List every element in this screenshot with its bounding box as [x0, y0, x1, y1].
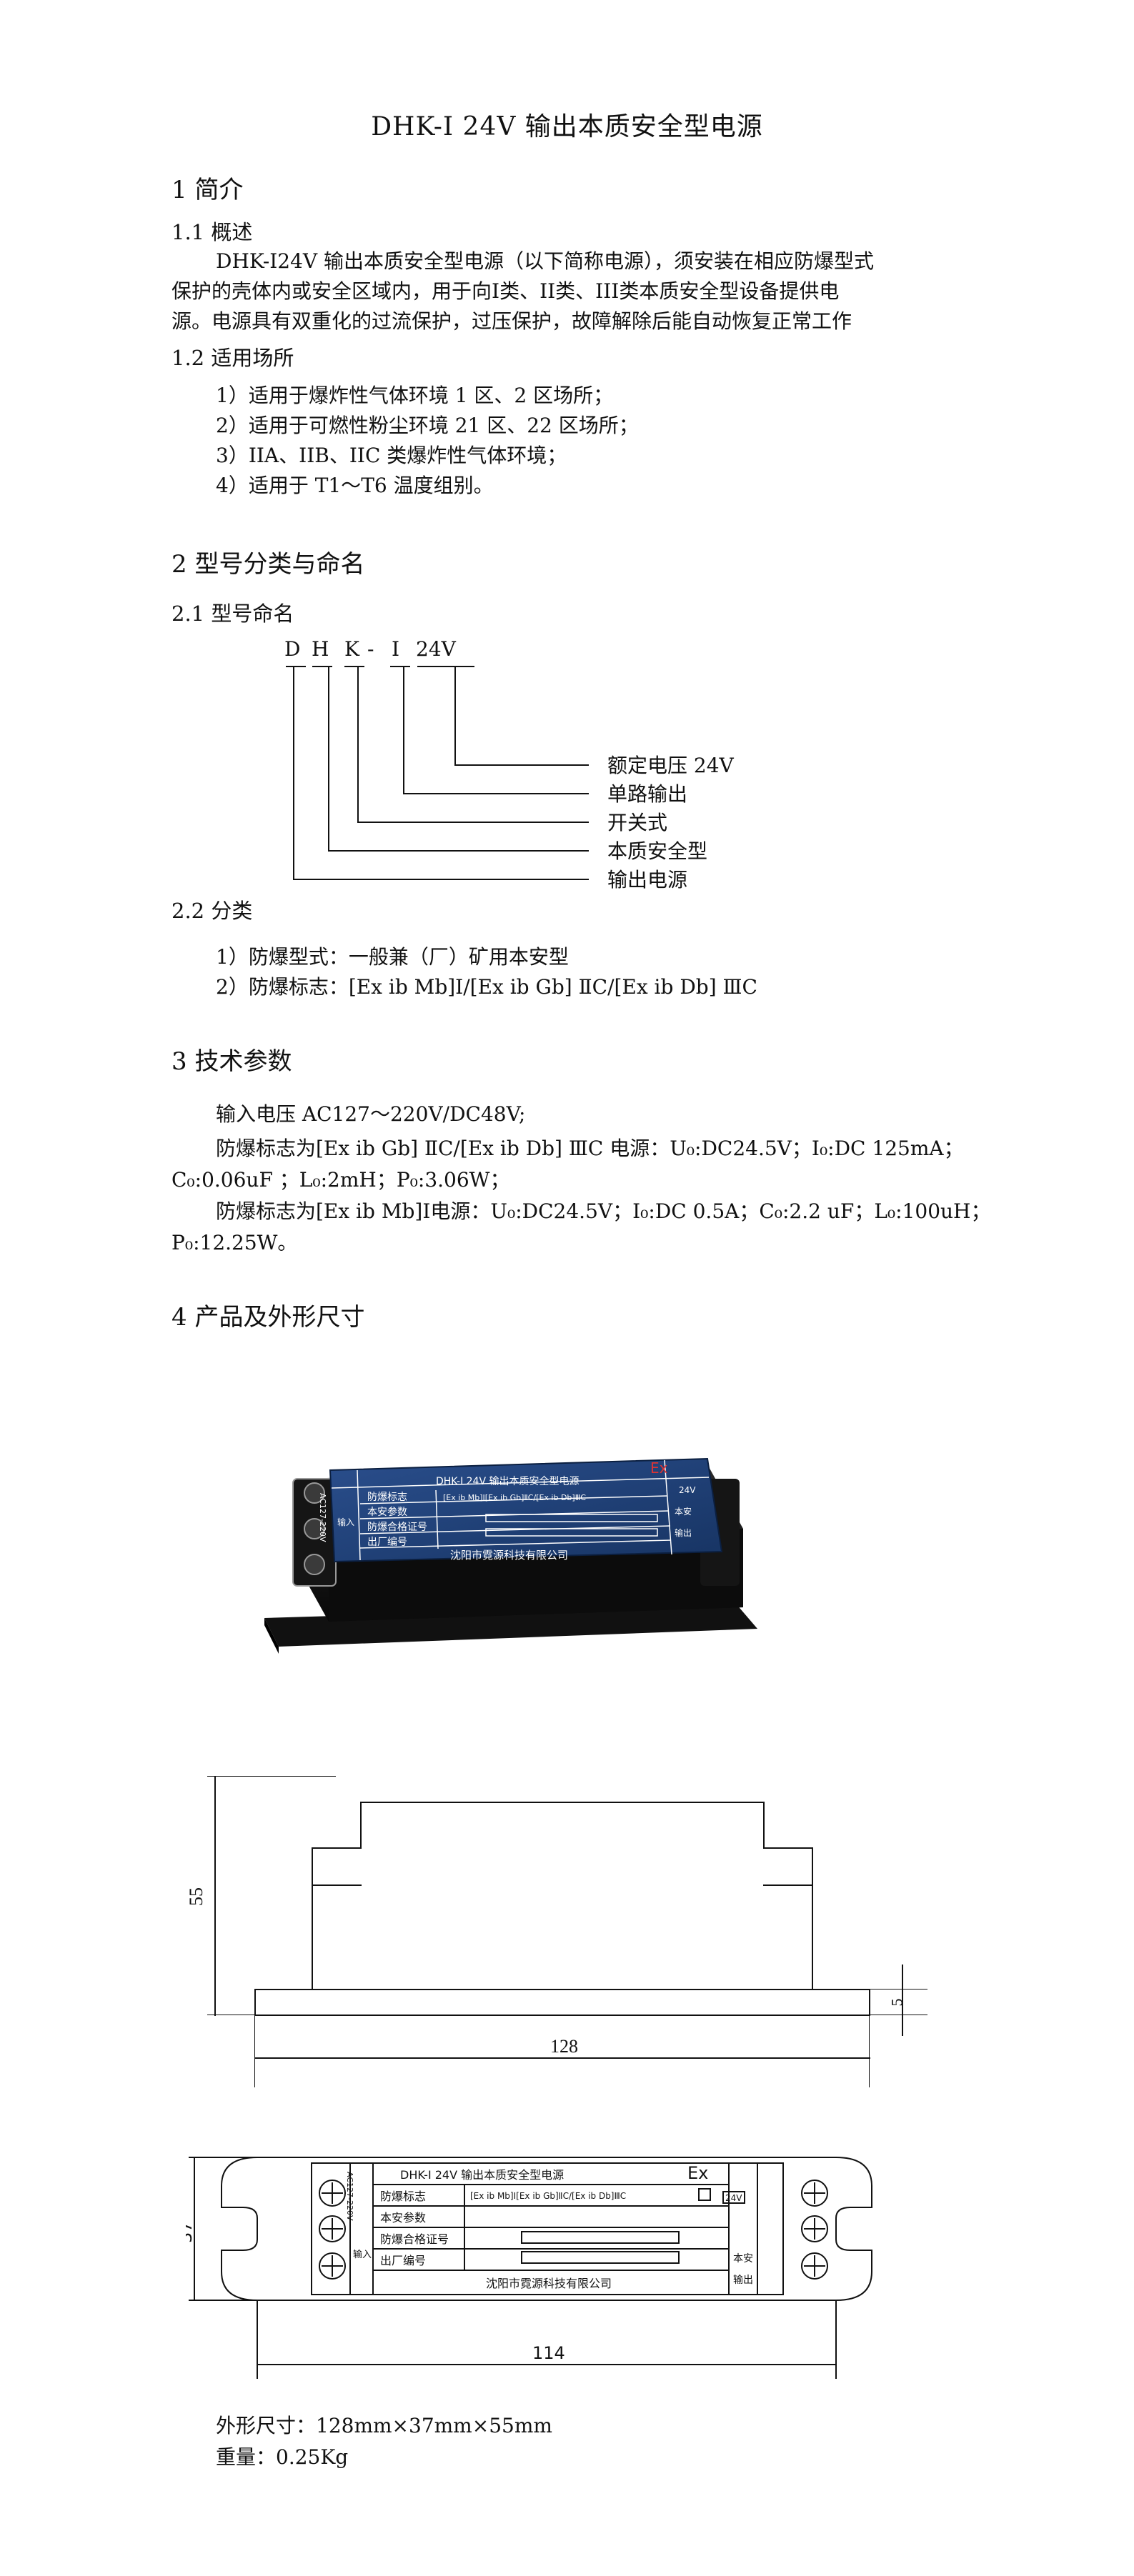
photo-row-2: 本安参数: [367, 1506, 407, 1518]
front-width-dimension: 128: [550, 2036, 578, 2057]
code-char-k: K: [344, 637, 359, 661]
param-line-4: 防爆标志为[Ex ib Mb]Ⅰ电源：U₀:DC24.5V；I₀:DC 0.5A…: [216, 1199, 991, 1223]
top-voltage: 24V: [725, 2193, 742, 2203]
section-1-1-heading: 1.1 概述: [171, 220, 253, 244]
top-height-dimension: 37: [186, 2221, 196, 2243]
label-rated-voltage: 额定电压 24V: [607, 754, 734, 777]
front-height-dimension: 55: [186, 1887, 207, 1906]
top-right-b: 输出: [733, 2275, 753, 2286]
photo-company: 沈阳市霓源科技有限公司: [450, 1549, 568, 1562]
photo-side-ac: AC127-220V: [318, 1493, 327, 1542]
overview-line-3: 源。电源具有双重化的过流保护，过压保护，故障解除后能自动恢复正常工作: [171, 309, 852, 333]
top-width-dimension: 114: [532, 2343, 565, 2363]
label-single-output: 单路输出: [607, 782, 688, 806]
overall-size: 外形尺寸：128mm×37mm×55mm: [216, 2414, 552, 2437]
code-char-dash: -: [367, 637, 374, 661]
param-line-1: 输入电压 AC127～220V/DC48V;: [216, 1102, 526, 1126]
page-title: DHK-Ⅰ 24V 输出本质安全型电源: [371, 112, 763, 141]
scope-item-4: 4）适用于 T1～T6 温度组别。: [216, 474, 494, 497]
section-1-heading: 1 简介: [171, 176, 244, 204]
weight: 重量：0.25Kg: [216, 2445, 349, 2469]
section-1-2-heading: 1.2 适用场所: [171, 346, 294, 370]
photo-voltage: 24V: [679, 1485, 696, 1495]
photo-marks: [Ex ib Mb]Ⅰ[Ex ib Gb]ⅡC/[Ex ib Db]ⅢC: [443, 1493, 586, 1502]
photo-row-4: 出厂编号: [367, 1537, 407, 1548]
section-2-2-heading: 2.2 分类: [171, 899, 253, 923]
section-4-heading: 4 产品及外形尺寸: [171, 1303, 365, 1332]
top-row-2: 本安参数: [380, 2211, 426, 2225]
section-3-heading: 3 技术参数: [171, 1047, 292, 1076]
section-2-1-heading: 2.1 型号命名: [171, 601, 294, 626]
top-right-a: 本安: [733, 2253, 753, 2265]
photo-side-in: 输入: [337, 1517, 354, 1527]
top-title: DHK-I 24V 输出本质安全型电源: [400, 2168, 564, 2182]
front-base-dimension: 5: [887, 1998, 906, 2007]
label-switching: 开关式: [607, 811, 668, 834]
product-photo: DHK-I 24V 输出本质安全型电源 防爆标志 本安参数 防爆合格证号 出厂编…: [264, 1457, 757, 1654]
label-output-power: 输出电源: [607, 868, 688, 892]
code-char-24v: 24V: [416, 637, 456, 661]
photo-ex-mark: Ex: [650, 1459, 668, 1477]
param-line-5: P₀:12.25W。: [171, 1231, 298, 1254]
code-char-h: H: [312, 637, 329, 661]
top-row-1: 防爆标志: [380, 2190, 426, 2203]
photo-row-1: 防爆标志: [367, 1492, 407, 1503]
top-row-3: 防爆合格证号: [380, 2232, 449, 2246]
top-side-in: 输入: [353, 2249, 372, 2260]
class-item-1: 1）防爆型式：一般兼（厂）矿用本安型: [216, 945, 569, 969]
section-2-heading: 2 型号分类与命名: [171, 550, 365, 579]
code-char-i: I: [392, 637, 400, 661]
photo-right-b: 输出: [675, 1527, 692, 1538]
scope-item-2: 2）适用于可燃性粉尘环境 21 区、22 区场所；: [216, 414, 639, 437]
scope-item-3: 3）IIA、IIB、IIC 类爆炸性气体环境；: [216, 444, 567, 467]
scope-item-1: 1）适用于爆炸性气体环境 1 区、2 区场所；: [216, 384, 614, 407]
photo-right-a: 本安: [675, 1506, 692, 1517]
param-line-3: C₀:0.06uF ；L₀:2mH；P₀:3.06W；: [171, 1168, 510, 1192]
photo-row-3: 防爆合格证号: [367, 1522, 427, 1533]
top-view-drawing: DHK-I 24V 输出本质安全型电源 防爆标志 本安参数 防爆合格证号 出厂编…: [186, 2157, 872, 2379]
top-ex-mark: Ex: [687, 2163, 708, 2183]
class-item-2: 2）防爆标志：[Ex ib Mb]Ⅰ/[Ex ib Gb] ⅡC/[Ex ib …: [216, 975, 757, 999]
param-line-2: 防爆标志为[Ex ib Gb] ⅡC/[Ex ib Db] ⅢC 电源：U₀:D…: [216, 1137, 964, 1160]
overview-line-1: DHK-Ⅰ24V 输出本质安全型电源（以下简称电源），须安装在相应防爆型式: [216, 249, 875, 273]
top-side-ac: AC127-220V: [345, 2172, 354, 2221]
label-intrinsic-safe: 本质安全型: [607, 839, 708, 863]
photo-title: DHK-I 24V 输出本质安全型电源: [436, 1475, 580, 1487]
top-marks: [Ex ib Mb]Ⅰ[Ex ib Gb]ⅡC/[Ex ib Db]ⅢC: [470, 2191, 626, 2201]
top-row-4: 出厂编号: [380, 2254, 426, 2267]
code-char-d: D: [284, 637, 301, 661]
overview-line-2: 保护的壳体内或安全区域内，用于向Ⅰ类、II类、III类本质安全型设备提供电: [171, 279, 840, 303]
top-company: 沈阳市霓源科技有限公司: [486, 2277, 612, 2290]
